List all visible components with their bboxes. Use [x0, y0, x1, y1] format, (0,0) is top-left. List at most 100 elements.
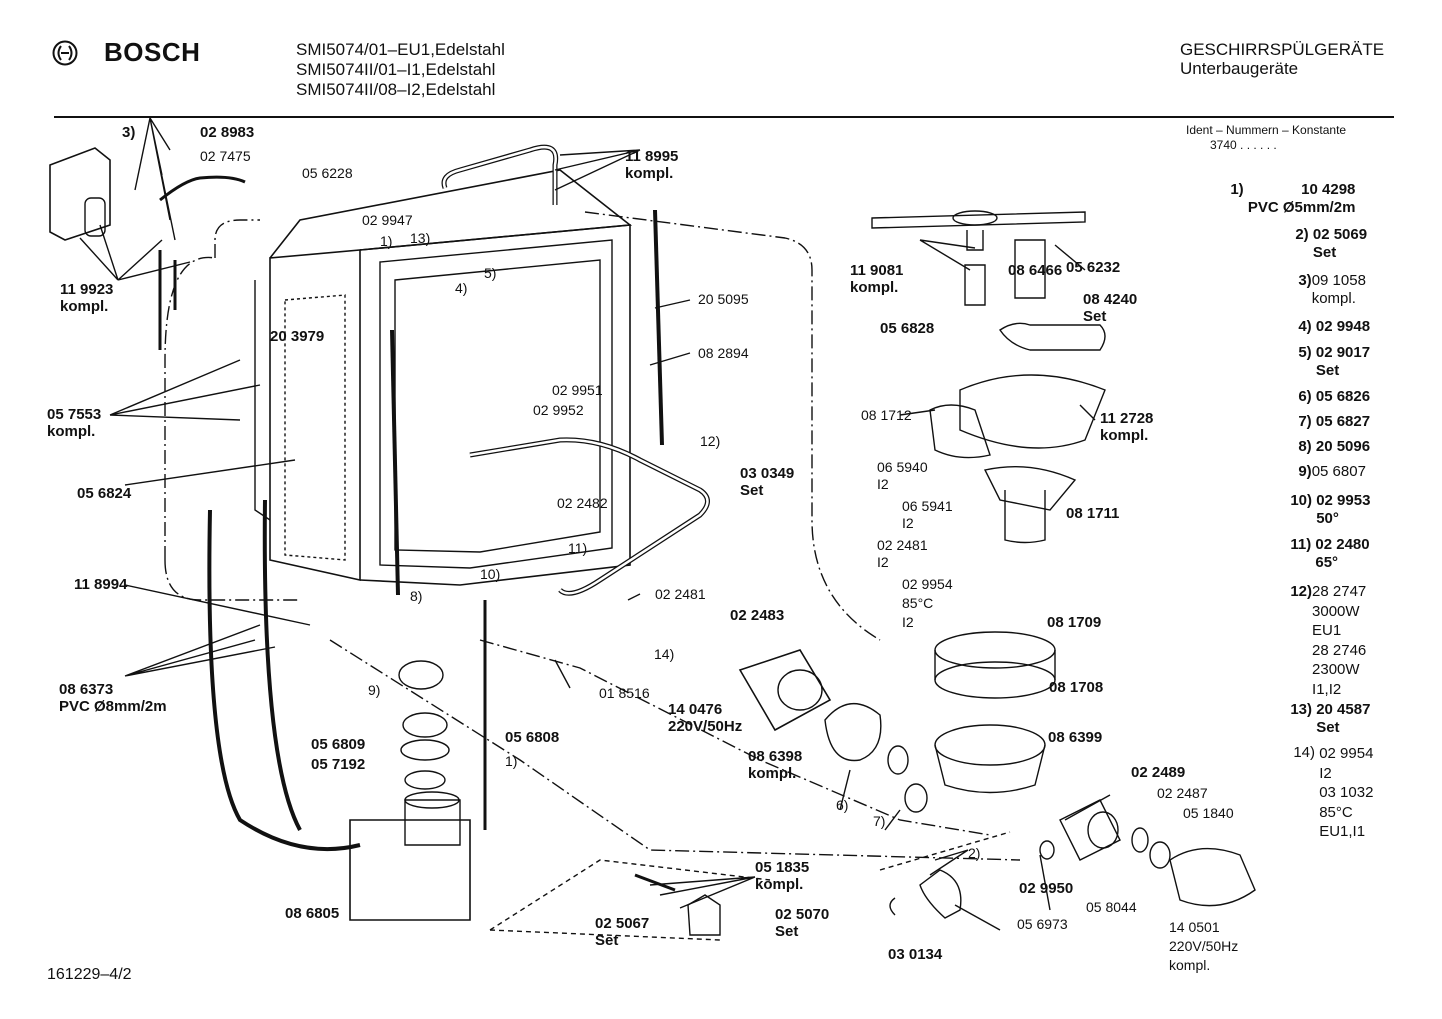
callout-1-lower: 1)	[505, 753, 518, 769]
legend-value: 28 2747 3000W EU1 28 2746 2300W I1,I2	[1312, 583, 1367, 698]
legend-key: 12)	[1290, 583, 1313, 600]
callout-02-9947: 02 9947	[362, 212, 413, 228]
legend-key: 1)	[1230, 181, 1244, 198]
callout-08-6466: 08 6466	[1008, 262, 1063, 279]
legend-item-2: 2) 02 5069 Set	[1287, 208, 1367, 262]
callout-11-8995: 11 8995 kompl.	[625, 148, 679, 182]
legend-item-11: 11) 02 2480 65°	[1282, 518, 1370, 572]
callout-20-3979: 20 3979	[270, 328, 325, 345]
legend-item-13: 13) 20 4587 Set	[1282, 683, 1370, 737]
legend-key: 13)	[1290, 701, 1313, 718]
callout-05-6808: 05 6808	[505, 729, 560, 746]
callout-5: 5)	[484, 265, 497, 281]
legend-key: 8)	[1298, 438, 1312, 455]
legend-title: Ident – Nummern – Konstante	[1186, 123, 1347, 137]
callout-05-6973: 05 6973	[1017, 916, 1068, 932]
callout-02-2483: 02 2483	[730, 607, 785, 624]
drawing-code: 161229–4/2	[47, 966, 132, 983]
legend-constant: 3740 . . . . . .	[1210, 138, 1277, 152]
legend-value: 05 6826	[1315, 388, 1371, 405]
legend-key: 3)	[1298, 272, 1312, 289]
callout-06-5941: 06 5941 I2	[902, 498, 953, 531]
callout-02-9951: 02 9951	[552, 382, 603, 398]
callout-11-9081: 11 9081 kompl.	[850, 262, 904, 296]
callout-03-0134: 03 0134	[888, 946, 943, 963]
category-title: GESCHIRRSPÜLGERÄTE	[1180, 40, 1385, 59]
callout-02-2481-left: 02 2481	[655, 586, 706, 602]
callout-14-0476: 14 0476 220V/50Hz	[668, 701, 743, 735]
legend-value: 20 4587 Set	[1316, 701, 1371, 736]
category-subtitle: Unterbaugeräte	[1180, 59, 1299, 78]
callout-08-6805: 08 6805	[285, 905, 340, 922]
callout-11-9923: 11 9923 kompl.	[60, 281, 114, 315]
legend-key: 9)	[1298, 463, 1312, 480]
legend-value: 02 9017 Set	[1315, 344, 1371, 379]
callout-12: 12)	[700, 433, 721, 449]
callout-02-5070: 02 5070 Set	[775, 906, 830, 940]
legend-value: 10 4298 PVC Ø5mm/2m	[1247, 181, 1356, 216]
callout-02-9954: 02 9954 85°C I2	[902, 576, 953, 630]
callout-05-7553: 05 7553 kompl.	[47, 406, 102, 440]
callout-20-5095: 20 5095	[698, 291, 749, 307]
callout-08-1708: 08 1708	[1049, 679, 1104, 696]
callout-11-2728: 11 2728 kompl.	[1100, 410, 1154, 444]
legend-value: 20 5096	[1315, 438, 1371, 455]
callout-6: 6)	[836, 797, 849, 813]
legend-value: 02 9948	[1315, 318, 1371, 335]
model-line-3: SMI5074II/08–I2,Edelstahl	[296, 80, 496, 99]
legend-item-4: 4) 02 9948	[1290, 300, 1370, 336]
callout-08-1709: 08 1709	[1047, 614, 1102, 631]
callout-11: 11)	[568, 540, 588, 556]
callout-2: 2)	[968, 845, 981, 861]
callout-1: 1)	[380, 233, 393, 249]
legend-item-12: 12)28 2747 3000W EU1 28 2746 2300W I1,I2	[1282, 565, 1366, 699]
callout-05-6228: 05 6228	[302, 165, 353, 181]
callout-14: 14)	[654, 646, 675, 662]
legend-item-8: 8) 20 5096	[1290, 420, 1370, 456]
callout-05-6809: 05 6809	[311, 736, 366, 753]
legend-key: 2)	[1295, 226, 1309, 243]
callout-02-2487: 02 2487	[1157, 785, 1208, 801]
callout-05-6232: 05 6232	[1066, 259, 1121, 276]
callout-03-0349: 03 0349 Set	[740, 465, 795, 499]
legend-value: 02 2480 65°	[1315, 536, 1370, 571]
legend-key: 6)	[1298, 388, 1312, 405]
callout-08-4240: 08 4240 Set	[1083, 291, 1138, 325]
callout-02-8983: 02 8983	[200, 124, 255, 141]
legend-item-14: 14) 02 9954 I2 03 1032 85°C EU1,I1	[1285, 726, 1373, 842]
callout-08-6373: 08 6373 PVC Ø8mm/2m	[59, 681, 167, 715]
callout-13: 13)	[410, 230, 431, 246]
legend-value: 05 6807	[1311, 463, 1366, 480]
brand-name: BOSCH	[104, 37, 201, 67]
legend-key: 4)	[1298, 318, 1312, 335]
callout-11-8994: 11 8994	[74, 576, 128, 593]
legend-key: 11)	[1290, 536, 1312, 553]
legend-item-9: 9)05 6807	[1290, 445, 1366, 481]
callout-8: 8)	[410, 588, 423, 604]
legend-value: 02 9953 50°	[1316, 492, 1371, 527]
legend-value: 02 5069 Set	[1312, 226, 1368, 261]
callout-02-2481-right: 02 2481 I2	[877, 537, 928, 570]
legend-value: 02 9954 I2 03 1032 85°C EU1,I1	[1319, 745, 1374, 840]
callout-06-5940: 06 5940 I2	[877, 459, 928, 492]
callout-08-6398: 08 6398 kompl.	[748, 748, 803, 782]
legend-value: 05 6827	[1315, 413, 1371, 430]
legend-item-10: 10) 02 9953 50°	[1282, 474, 1370, 528]
callout-9: 9)	[368, 682, 381, 698]
callout-02-2482: 02 2482	[557, 495, 608, 511]
callout-05-6824: 05 6824	[77, 485, 132, 502]
model-line-1: SMI5074/01–EU1,Edelstahl	[296, 40, 505, 59]
callout-05-7192: 05 7192	[311, 756, 366, 773]
callout-05-1840: 05 1840	[1183, 805, 1234, 821]
callout-14-0501: 14 0501 220V/50Hz kompl.	[1169, 919, 1239, 973]
callout-08-1712: 08 1712	[861, 407, 912, 423]
callout-01-8516: 01 8516	[599, 685, 650, 701]
callout-02-9950: 02 9950	[1019, 880, 1074, 897]
legend-value: 09 1058 kompl.	[1311, 272, 1366, 307]
callout-05-1835: 05 1835 kompl.	[755, 859, 810, 893]
legend-key: 10)	[1290, 492, 1313, 509]
legend-item-7: 7) 05 6827	[1290, 395, 1370, 431]
callout-4: 4)	[455, 280, 468, 296]
legend-key: 7)	[1298, 413, 1312, 430]
